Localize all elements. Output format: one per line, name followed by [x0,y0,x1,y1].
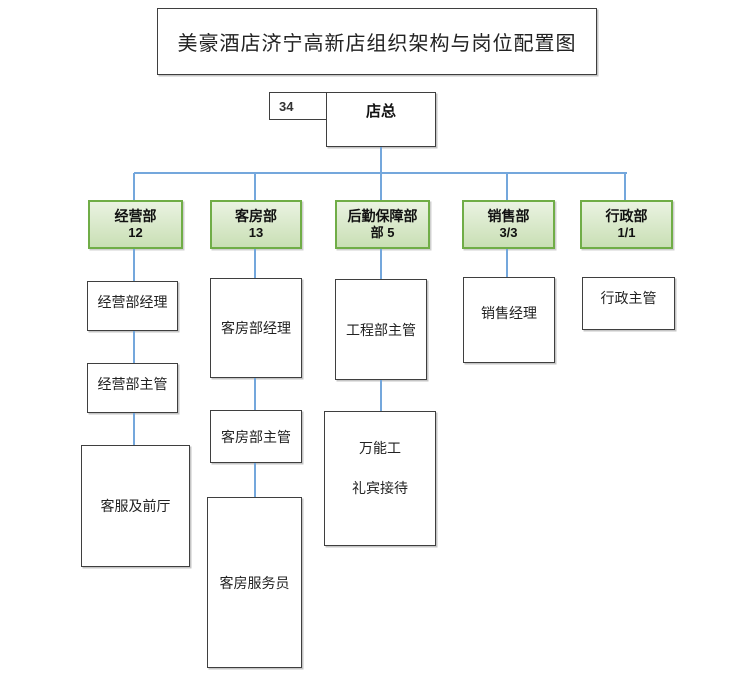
dept-logistics-label: 后勤保障部 [347,208,418,224]
connector-operations-3 [133,413,135,445]
node-room-attendant-label: 客房服务员 [219,574,290,591]
node-operations-manager: 经营部经理 [87,281,178,331]
node-concierge-label: 礼宾接待 [352,480,408,496]
node-admin-supervisor: 行政主管 [582,277,675,330]
node-operations-manager-label: 经营部经理 [97,294,168,310]
dept-admin-count: 1/1 [617,225,636,240]
dept-box-sales: 销售部 3/3 [462,200,555,249]
chart-title: 美豪酒店济宁高新店组织架构与岗位配置图 [177,33,577,55]
node-engineering-supervisor: 工程部主管 [335,279,427,380]
root-headcount: 34 [279,98,294,114]
root-node-label: 店总 [365,103,396,120]
connector-housekeeping-1 [254,249,256,278]
dept-box-housekeeping: 客房部 13 [210,200,302,249]
dept-housekeeping-count: 13 [248,225,264,240]
node-housekeeping-supervisor-label: 客房部主管 [221,428,291,445]
chart-title-box: 美豪酒店济宁高新店组织架构与岗位配置图 [157,8,597,75]
connector-drop-sales [506,173,508,200]
connector-root-stem [380,147,382,173]
node-handyman-label: 万能工 [359,440,401,456]
connector-housekeeping-2 [254,378,256,410]
connector-logistics-2 [380,380,382,411]
node-sales-manager-label: 销售经理 [481,305,537,321]
node-housekeeping-manager: 客房部经理 [210,278,302,378]
dept-logistics-count: 部 5 [370,225,395,240]
dept-operations-count: 12 [128,225,143,240]
node-housekeeping-manager-label: 客房部经理 [221,320,291,336]
node-housekeeping-supervisor: 客房部主管 [210,410,302,463]
connector-logistics-1 [380,249,382,279]
node-engineering-supervisor-label: 工程部主管 [346,321,416,338]
node-customer-service-front-office: 客服及前厅 [81,445,190,567]
dept-box-operations: 经营部 12 [88,200,183,249]
node-sales-manager: 销售经理 [463,277,555,363]
dept-sales-count: 3/3 [499,225,518,240]
dept-admin-label: 行政部 [605,208,648,224]
node-operations-supervisor-label: 经营部主管 [97,376,168,392]
connector-drop-operations [133,173,135,200]
connector-operations-2 [133,331,135,363]
node-handyman-concierge: 万能工 礼宾接待 [324,411,436,546]
root-headcount-box: 34 [269,92,327,120]
root-node-general-manager: 店总 [326,92,436,147]
node-room-attendant: 客房服务员 [207,497,302,668]
connector-drop-admin [624,173,626,200]
dept-sales-label: 销售部 [487,208,530,224]
connector-drop-logistics [380,173,382,200]
node-admin-supervisor-label: 行政主管 [600,290,657,306]
connector-drop-housekeeping [254,173,256,200]
dept-operations-label: 经营部 [114,208,157,224]
connector-sales-1 [506,249,508,277]
node-operations-supervisor: 经营部主管 [87,363,178,413]
connector-operations-1 [133,249,135,281]
dept-box-logistics-support: 后勤保障部 部 5 [335,200,430,249]
dept-housekeeping-label: 客房部 [235,208,277,224]
node-customer-service-front-office-label: 客服及前厅 [100,498,171,514]
dept-box-admin: 行政部 1/1 [580,200,673,249]
connector-housekeeping-3 [254,463,256,497]
